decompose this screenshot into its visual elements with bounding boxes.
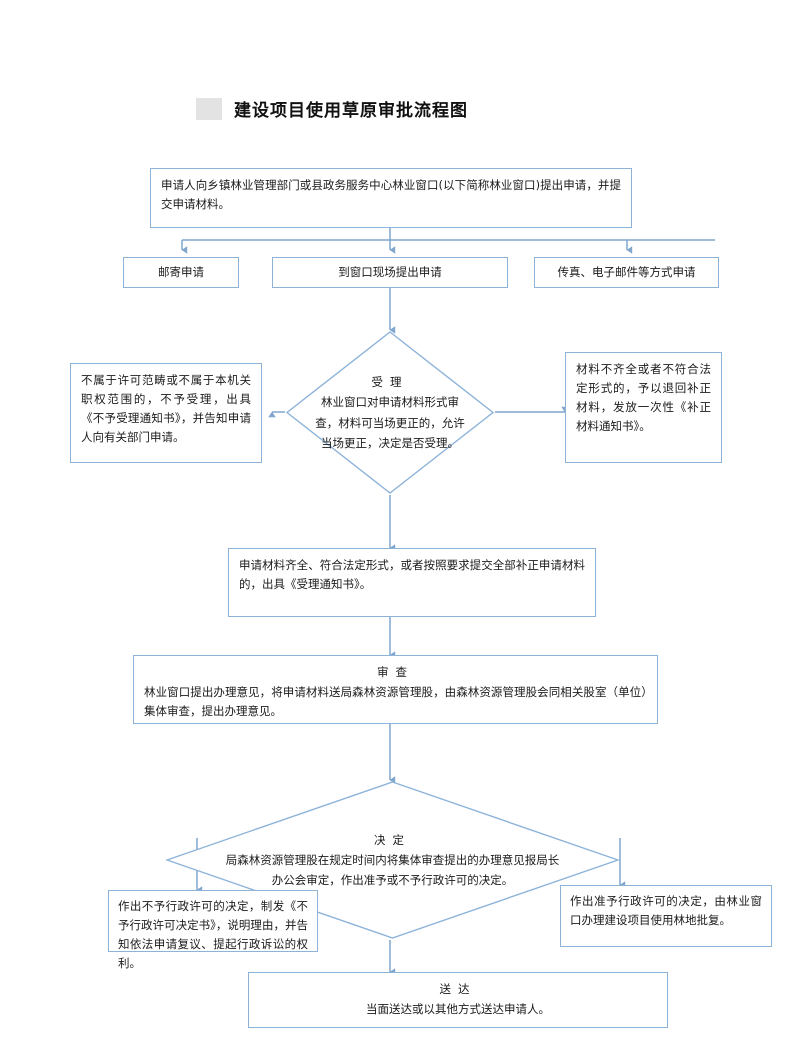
node-channel-mail: 邮寄申请 <box>123 257 239 288</box>
page-title: 建设项目使用草原审批流程图 <box>196 96 468 121</box>
node-reject-not-in-scope: 不属于许可范畴或不属于本机关职权范围的，不予受理，出具《不予受理通知书》，并告知… <box>70 363 262 463</box>
node-review-body: 林业窗口提出办理意见，将申请材料送局森林资源管理股，由森林资源管理股会同相关股室… <box>144 684 647 718</box>
node-accepted-notice-text: 申请材料齐全、符合法定形式，或者按照要求提交全部补正申请材料的，出具《受理通知书… <box>239 558 585 591</box>
node-accept-heading: 受理 <box>371 375 409 390</box>
node-channel-window-label: 到窗口现场提出申请 <box>338 265 442 280</box>
node-accepted-notice: 申请材料齐全、符合法定形式，或者按照要求提交全部补正申请材料的，出具《受理通知书… <box>228 548 596 617</box>
node-decide-body: 局森林资源管理股在规定时间内将集体审查提出的办理意见报局长办公会审定，作出准予或… <box>225 852 560 888</box>
node-channel-window: 到窗口现场提出申请 <box>272 257 508 288</box>
node-channel-fax: 传真、电子邮件等方式申请 <box>534 257 719 288</box>
node-decision-approved: 作出准予行政许可的决定，由林业窗口办理建设项目使用林地批复。 <box>560 885 772 947</box>
node-supplement-materials: 材料不齐全或者不符合法定形式的，予以退回补正材料，发放一次性《补正材料通知书》。 <box>565 352 722 463</box>
node-review-heading: 审查 <box>377 665 414 679</box>
title-marker-icon <box>196 97 222 120</box>
node-deliver-heading: 送达 <box>439 982 477 996</box>
node-accept-diamond: 受理 林业窗口对申请材料形式审查，材料可当场更正的，允许当场更正，决定是否受理。 <box>285 330 495 495</box>
accept-diamond-shape <box>285 331 495 494</box>
page-title-text: 建设项目使用草原审批流程图 <box>234 101 468 121</box>
node-deliver-body: 当面送达或以其他方式送达申请人。 <box>366 1001 550 1016</box>
node-decide-heading: 决定 <box>374 832 411 847</box>
node-decision-denied: 作出不予行政许可的决定，制发《不予行政许可决定书》，说明理由，并告知依法申请复议… <box>108 890 318 970</box>
node-accept-body: 林业窗口对申请材料形式审查，材料可当场更正的，允许当场更正，决定是否受理。 <box>315 395 465 450</box>
node-apply: 申请人向乡镇林业管理部门或县政务服务中心林业窗口(以下简称林业窗口)提出申请，并… <box>150 168 632 228</box>
node-channel-fax-label: 传真、电子邮件等方式申请 <box>557 265 696 280</box>
node-reject-text: 不属于许可范畴或不属于本机关职权范围的，不予受理，出具《不予受理通知书》，并告知… <box>81 373 251 444</box>
node-review: 审查 林业窗口提出办理意见，将申请材料送局森林资源管理股，由森林资源管理股会同相… <box>133 655 658 724</box>
node-supplement-text: 材料不齐全或者不符合法定形式的，予以退回补正材料，发放一次性《补正材料通知书》。 <box>576 362 711 433</box>
node-deliver: 送达 当面送达或以其他方式送达申请人。 <box>248 972 668 1028</box>
node-decision-approved-text: 作出准予行政许可的决定，由林业窗口办理建设项目使用林地批复。 <box>570 894 762 927</box>
node-decision-denied-text: 作出不予行政许可的决定，制发《不予行政许可决定书》，说明理由，并告知依法申请复议… <box>118 899 308 970</box>
node-apply-text: 申请人向乡镇林业管理部门或县政务服务中心林业窗口(以下简称林业窗口)提出申请，并… <box>161 178 621 211</box>
node-channel-mail-label: 邮寄申请 <box>158 265 204 280</box>
